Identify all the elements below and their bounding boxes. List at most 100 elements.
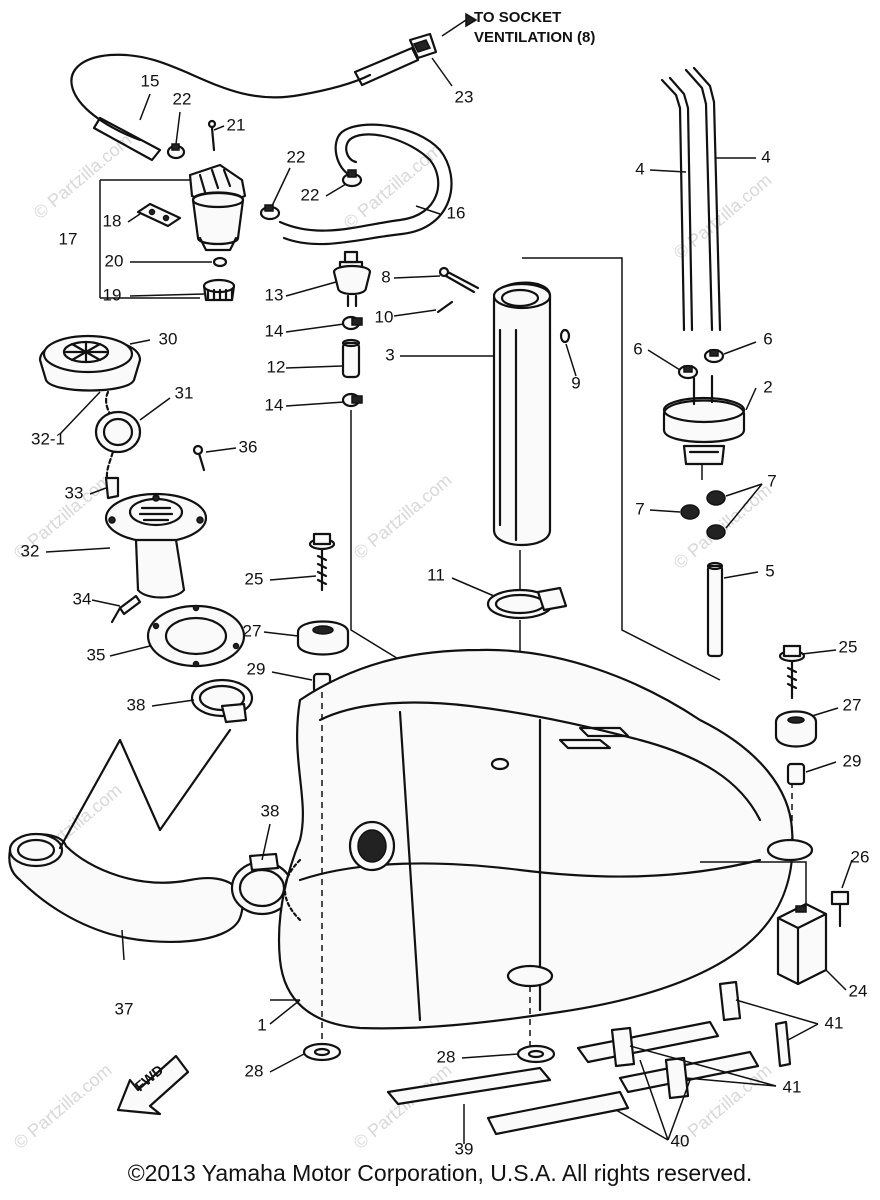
fuel-cap-30[interactable]	[38, 334, 142, 392]
bolt-9[interactable]	[559, 328, 571, 344]
copyright-notice: ©2013 Yamaha Motor Corporation, U.S.A. A…	[127, 1160, 753, 1186]
washer-28[interactable]	[516, 1044, 556, 1064]
watermark-text: © Partzilla.com	[10, 1060, 116, 1153]
callout-28: 28	[245, 1061, 264, 1080]
callout-29: 29	[843, 751, 862, 770]
callout-29: 29	[247, 659, 266, 678]
pad-40[interactable]	[486, 1090, 630, 1136]
callout-19: 19	[103, 285, 122, 304]
clamp-22[interactable]	[341, 169, 363, 188]
block-41[interactable]	[718, 980, 742, 1022]
clamp-22[interactable]	[259, 204, 281, 221]
pipe-5[interactable]	[706, 561, 724, 658]
callout-21: 21	[227, 115, 246, 134]
hose-clamp-11[interactable]	[486, 586, 568, 620]
gasket-35[interactable]	[146, 604, 246, 668]
o-ring-20[interactable]	[212, 256, 228, 268]
bolt-8[interactable]	[438, 266, 480, 294]
hose-15[interactable]	[70, 46, 420, 162]
pad-40[interactable]	[618, 1050, 760, 1094]
block-41[interactable]	[774, 1020, 792, 1068]
bolt-25[interactable]	[778, 644, 806, 700]
bracket-18[interactable]	[136, 202, 182, 228]
callout-labels: 1 2 3 4 4 5 6 6 7 7 8 9 10 11 12 13 14 1…	[21, 71, 870, 1158]
callout-31: 31	[175, 383, 194, 402]
callout-4: 4	[635, 159, 644, 178]
callout-30: 30	[159, 329, 178, 348]
pad-40[interactable]	[576, 1020, 720, 1064]
callout-2: 2	[763, 377, 772, 396]
callout-38: 38	[261, 801, 280, 820]
callout-5: 5	[765, 561, 774, 580]
clip-6[interactable]	[703, 348, 725, 364]
callout-6: 6	[633, 339, 642, 358]
callout-27: 27	[843, 695, 862, 714]
washer-28[interactable]	[302, 1042, 342, 1062]
filler-hose-37[interactable]	[8, 728, 244, 944]
group-bracket-17	[99, 179, 200, 299]
callout-32-1: 32-1	[31, 429, 65, 448]
watermark-text: © Partzilla.com	[30, 130, 136, 223]
callout-39: 39	[455, 1139, 474, 1158]
callout-34: 34	[73, 589, 92, 608]
gasket-31[interactable]	[94, 410, 142, 454]
watermark-text: © Partzilla.com	[670, 170, 776, 263]
bolt-25[interactable]	[308, 532, 336, 592]
clamp-22[interactable]	[166, 143, 186, 160]
filler-neck-3[interactable]	[492, 281, 552, 547]
clip-14[interactable]	[341, 392, 363, 408]
callout-10: 10	[375, 307, 394, 326]
clip-7[interactable]	[706, 524, 726, 540]
clip-6[interactable]	[677, 364, 699, 380]
block-41[interactable]	[664, 1056, 690, 1100]
callout-35: 35	[87, 645, 106, 664]
vent-valve-assembly-17[interactable]	[188, 163, 247, 252]
callout-25: 25	[245, 569, 264, 588]
filler-flange-32[interactable]	[104, 492, 208, 599]
callout-41: 41	[825, 1013, 844, 1032]
callout-7: 7	[635, 499, 644, 518]
clip-7[interactable]	[680, 504, 700, 520]
fuel-tank-1[interactable]	[277, 648, 814, 1030]
clip-23[interactable]	[408, 32, 438, 60]
callout-32: 32	[21, 541, 40, 560]
callout-13: 13	[265, 285, 284, 304]
callout-11: 11	[427, 565, 445, 584]
fuel-sender-2[interactable]	[662, 374, 746, 466]
callout-7: 7	[767, 471, 776, 490]
screw-36[interactable]	[192, 444, 206, 472]
block-41[interactable]	[610, 1026, 636, 1068]
callout-leaders	[45, 57, 853, 1144]
plug-33[interactable]	[104, 476, 120, 500]
callout-22: 22	[301, 185, 320, 204]
callout-22: 22	[173, 89, 192, 108]
callout-27: 27	[243, 621, 262, 640]
pin-10[interactable]	[436, 300, 454, 314]
fuel-filter-box-24[interactable]	[776, 902, 828, 986]
hose-16[interactable]	[278, 123, 453, 246]
callout-6: 6	[763, 329, 772, 348]
pin-34[interactable]	[110, 594, 142, 624]
callout-1: 1	[257, 1015, 266, 1034]
rubber-mount-27[interactable]	[774, 710, 818, 748]
screw-21[interactable]	[207, 119, 217, 152]
rubber-mount-27[interactable]	[296, 620, 350, 656]
pad-39[interactable]	[386, 1066, 552, 1106]
check-valve-13[interactable]	[332, 250, 372, 308]
callout-25: 25	[839, 637, 858, 656]
callout-26: 26	[851, 847, 870, 866]
callout-40: 40	[671, 1131, 690, 1150]
nut-19[interactable]	[202, 278, 236, 302]
callout-23: 23	[455, 87, 474, 106]
hose-12[interactable]	[341, 338, 361, 379]
watermark-text: © Partzilla.com	[350, 1060, 456, 1153]
callout-38: 38	[127, 695, 146, 714]
callout-20: 20	[105, 251, 124, 270]
pipe-4[interactable]	[660, 66, 722, 332]
forward-arrow-icon: FWD	[116, 1054, 190, 1116]
collar-29[interactable]	[786, 762, 806, 786]
hose-clamp-38[interactable]	[190, 678, 254, 724]
screw-26[interactable]	[830, 890, 850, 928]
clip-7[interactable]	[706, 490, 726, 506]
clip-14[interactable]	[341, 315, 363, 331]
